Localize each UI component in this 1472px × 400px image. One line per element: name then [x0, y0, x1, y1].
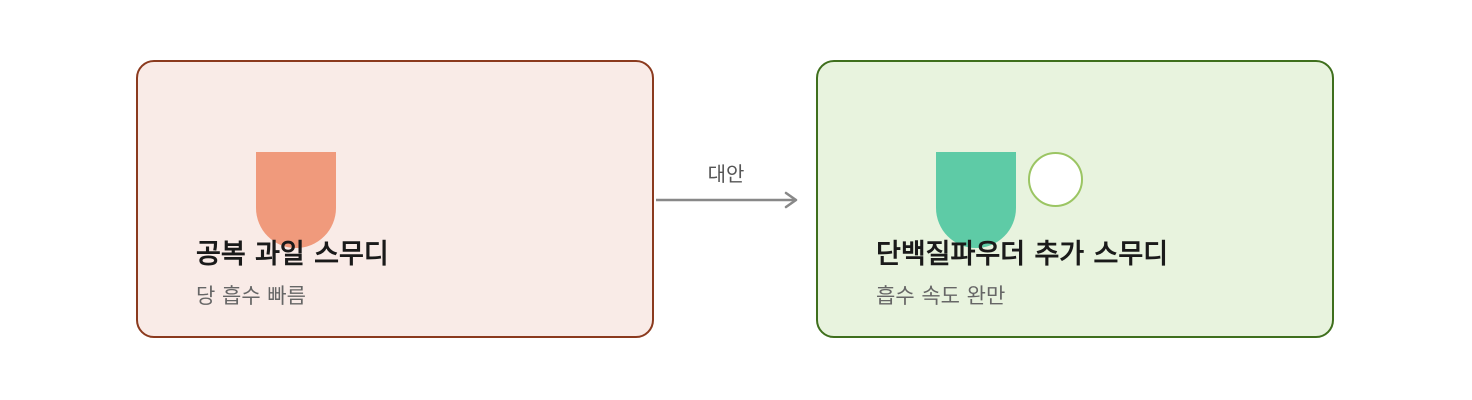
- arrow-head: [784, 191, 798, 209]
- arrow-connector: [656, 191, 798, 209]
- node-subtitle: 당 흡수 빠름: [196, 284, 306, 308]
- node-protein-smoothie: 단백질파우더 추가 스무디 흡수 속도 완만: [816, 60, 1334, 338]
- circle-icon: [1028, 152, 1083, 207]
- node-subtitle: 흡수 속도 완만: [876, 284, 1006, 308]
- edge-label: 대안: [707, 162, 745, 186]
- node-fasting-fruit-smoothie: 공복 과일 스무디 당 흡수 빠름: [136, 60, 654, 338]
- node-title: 공복 과일 스무디: [196, 239, 389, 270]
- cup-icon: [256, 152, 336, 248]
- cup-icon: [936, 152, 1016, 248]
- node-title: 단백질파우더 추가 스무디: [876, 239, 1169, 270]
